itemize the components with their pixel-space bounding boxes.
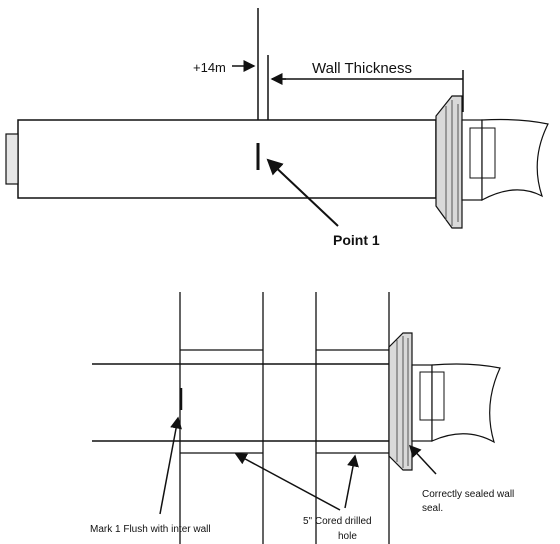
bottom-diagram: Mark 1 Flush with inter wall 5" Cored dr… <box>90 292 514 544</box>
flue-pipe <box>17 119 437 199</box>
seal-label-line2: seal. <box>422 503 443 514</box>
terminal-collar <box>461 119 483 201</box>
wall-thickness-label: Wall Thickness <box>312 60 412 77</box>
point-1-arrow <box>266 158 339 227</box>
terminal-inner-bottom <box>419 371 445 421</box>
terminal-cowl <box>481 118 549 202</box>
hole-arrow-left <box>234 453 341 511</box>
mark-1-label: Mark 1 Flush with inter wall <box>90 524 211 535</box>
hole-label-line1: 5" Cored drilled <box>303 516 372 527</box>
mark-1-arrow <box>159 416 182 515</box>
hole-arrow-right <box>344 454 359 509</box>
seal-ribs <box>445 100 459 226</box>
offset-label: +14m <box>193 60 226 75</box>
seal-arrow <box>408 444 437 475</box>
terminal-inner <box>469 127 496 179</box>
seal-ribs-bottom <box>396 336 409 468</box>
top-diagram: +14m Wall Thickness Point 1 <box>5 8 549 248</box>
terminal-collar-bottom <box>411 364 433 442</box>
wall-seal <box>435 95 463 229</box>
wall-seal-bottom <box>388 332 413 471</box>
pipe-end-cap <box>5 133 19 185</box>
seal-label-line1: Correctly sealed wall <box>422 489 514 500</box>
terminal-cowl-bottom <box>431 363 501 444</box>
point-1-label: Point 1 <box>333 232 380 248</box>
hole-label-line2: hole <box>338 531 357 542</box>
